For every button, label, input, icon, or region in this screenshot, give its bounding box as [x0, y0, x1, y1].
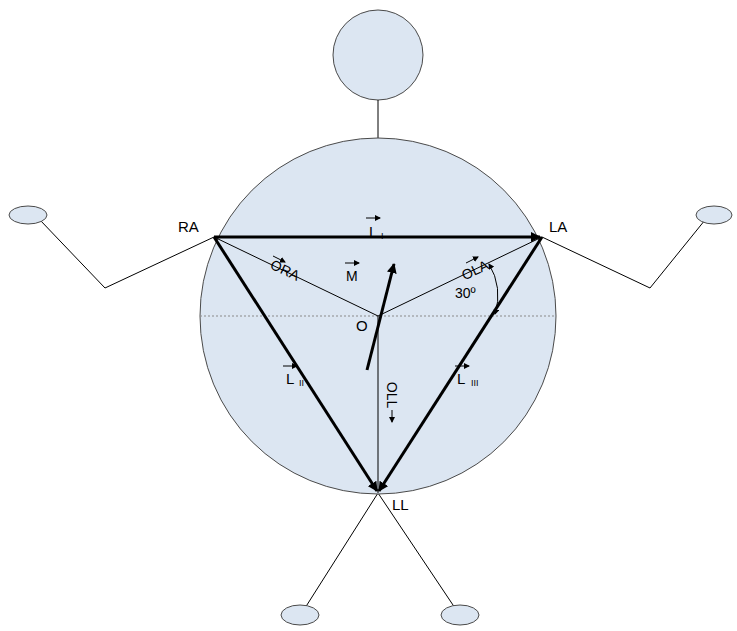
electrode-label: RA — [178, 219, 199, 234]
vector-label: M — [346, 269, 358, 283]
origin-label: O — [356, 318, 368, 333]
lead-ii-vector — [214, 237, 377, 491]
right-hand — [9, 206, 47, 224]
neck — [378, 100, 379, 138]
lead-subscript: II — [299, 379, 304, 388]
lead-label: L — [286, 371, 294, 386]
oll-vector — [378, 316, 379, 493]
right-arm — [40, 220, 214, 288]
electrode-label: LL — [392, 497, 409, 512]
lead-label: L — [457, 371, 465, 386]
vector-label: OLL — [385, 382, 399, 408]
right-foot — [281, 605, 319, 625]
right-leg — [305, 493, 378, 608]
angle-arc — [489, 264, 498, 314]
lead-subscript: III — [471, 379, 479, 388]
left-leg — [378, 493, 455, 608]
overarrow — [366, 218, 380, 219]
left-arm — [542, 220, 705, 288]
m-vector — [367, 264, 394, 370]
overarrow — [283, 366, 297, 367]
electrode-label: LA — [549, 219, 567, 234]
head — [333, 10, 423, 100]
lead-label: L — [369, 224, 377, 239]
overarrow — [455, 366, 469, 367]
angle-label: 30º — [455, 286, 476, 300]
overarrow — [392, 410, 393, 422]
overarrow — [345, 263, 359, 264]
torso — [200, 138, 556, 494]
lead-iii-vector — [379, 237, 542, 491]
lead-subscript: I — [381, 232, 384, 241]
left-foot — [441, 605, 479, 625]
left-hand — [696, 206, 732, 224]
